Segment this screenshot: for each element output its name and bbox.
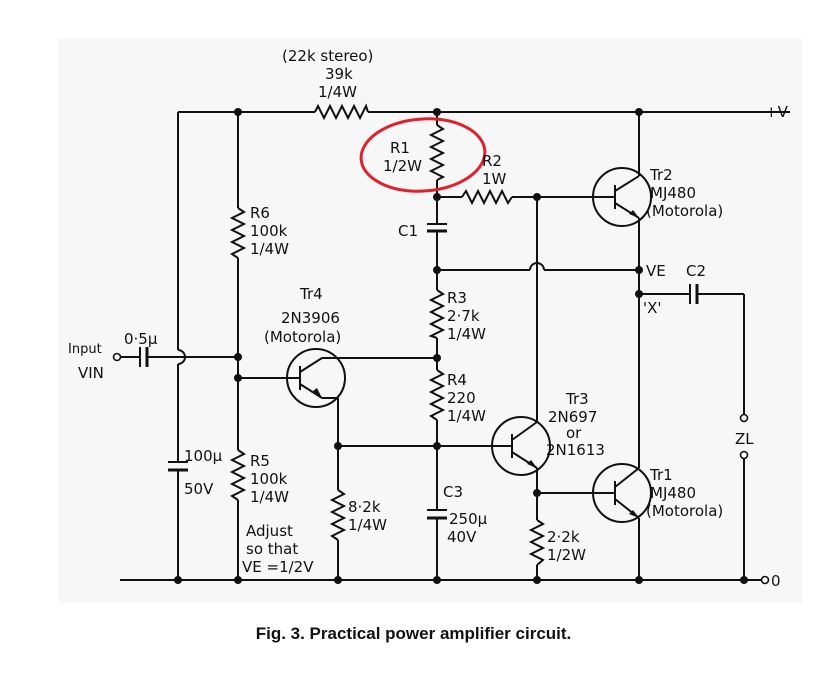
label-supply-pos: +V: [765, 103, 789, 121]
label-r-82-power: 1/4W: [348, 516, 387, 534]
capacitor-100u: [168, 461, 188, 478]
label-r2: R2: [482, 152, 502, 170]
label-r-22-power: 1/2W: [547, 546, 586, 564]
label-r3-value: 2·7k: [447, 307, 480, 325]
label-r4: R4: [447, 371, 467, 389]
load-terminal-bottom: [739, 450, 749, 460]
label-tr4-type: 2N3906: [281, 309, 340, 327]
resistor-2k2: [528, 519, 546, 566]
figure-caption: Fig. 3. Practical power amplifier circui…: [255, 624, 572, 643]
label-tr3: Tr3: [565, 390, 589, 408]
label-r6-value: 100k: [250, 222, 288, 240]
label-tr1: Tr1: [649, 466, 673, 484]
label-r3: R3: [447, 289, 467, 307]
capacitor-c3: [427, 509, 447, 526]
label-adjust-line2: so that: [246, 540, 298, 558]
label-tr3-or: or: [566, 424, 582, 442]
circuit-schematic: (22k stereo) 39k 1/4W +V R1 1/2W R2 1W C…: [68, 47, 790, 590]
label-tr4-make: (Motorola): [264, 328, 341, 346]
transistor-tr3: [491, 416, 551, 476]
load-terminal-top: [739, 413, 749, 423]
label-c3-v: 40V: [447, 528, 477, 546]
label-tr4: Tr4: [299, 285, 323, 303]
label-r1: R1: [390, 139, 410, 157]
resistor-r6: [229, 207, 247, 259]
label-r5-power: 1/4W: [250, 488, 289, 506]
transistor-tr1: [592, 463, 652, 523]
tr4-emitter-arrow: [313, 388, 322, 398]
label-zl: ZL: [735, 430, 754, 448]
label-tr2-make: (Motorola): [646, 202, 723, 220]
label-r6: R6: [250, 204, 270, 222]
capacitor-input: [139, 347, 156, 367]
label-c3-value: 250µ: [449, 510, 488, 528]
label-r5: R5: [250, 452, 270, 470]
label-r1-power: 1/2W: [383, 157, 422, 175]
capacitor-c2: [689, 284, 706, 304]
resistor-r3: [428, 289, 446, 339]
label-adjust-line1: Adjust: [246, 522, 293, 540]
label-c-bias-v: 50V: [184, 480, 214, 498]
resistor-8k2: [329, 489, 347, 541]
label-tr3-type1: 2N697: [548, 408, 597, 426]
label-tr2-type: MJ480: [650, 184, 696, 202]
resistor-r1: [428, 124, 446, 181]
label-r4-value: 220: [447, 389, 476, 407]
tr2-emitter-arrow: [629, 210, 639, 218]
label-r-top-power: 1/4W: [318, 83, 357, 101]
label-c2: C2: [686, 262, 706, 280]
label-c3: C3: [443, 483, 463, 501]
label-tr1-type: MJ480: [650, 484, 696, 502]
label-r3-power: 1/4W: [447, 325, 486, 343]
label-c1: C1: [398, 222, 418, 240]
label-ve: VE: [646, 262, 666, 280]
label-c-bias: 100µ: [184, 447, 223, 465]
label-r6-power: 1/4W: [250, 240, 289, 258]
label-x-point: 'X': [643, 299, 662, 317]
label-c-in: 0·5µ: [124, 330, 158, 348]
label-ground: 0: [771, 572, 781, 590]
label-r-22: 2·2k: [547, 528, 580, 546]
label-tr1-make: (Motorola): [646, 502, 723, 520]
input-terminal: [112, 352, 122, 362]
transistor-tr2: [592, 167, 652, 227]
label-r4-power: 1/4W: [447, 407, 486, 425]
r1-highlight-circle: [359, 117, 487, 193]
label-vin: VIN: [78, 364, 104, 382]
resistor-top-39k: [314, 103, 369, 121]
tr1-emitter-arrow: [629, 510, 639, 518]
junction-dots: [174, 108, 748, 584]
label-r-82: 8·2k: [348, 498, 381, 516]
resistor-r5: [229, 449, 247, 501]
ground-terminal: [760, 575, 770, 585]
resistor-r4: [428, 369, 446, 421]
label-input: Input: [68, 342, 102, 357]
resistor-r2: [461, 188, 513, 206]
label-stereo: (22k stereo): [282, 47, 373, 65]
label-tr3-type2: 2N1613: [546, 441, 605, 459]
label-r-top-value: 39k: [325, 65, 353, 83]
label-r2-power: 1W: [482, 170, 507, 188]
label-adjust-line3: VE =1/2V: [242, 558, 314, 576]
diagram-panel: [58, 38, 802, 603]
label-tr2: Tr2: [649, 166, 673, 184]
tr3-emitter-arrow: [527, 460, 537, 468]
capacitor-c1: [427, 223, 447, 240]
transistor-tr4: [286, 348, 346, 408]
label-r5-value: 100k: [250, 470, 288, 488]
